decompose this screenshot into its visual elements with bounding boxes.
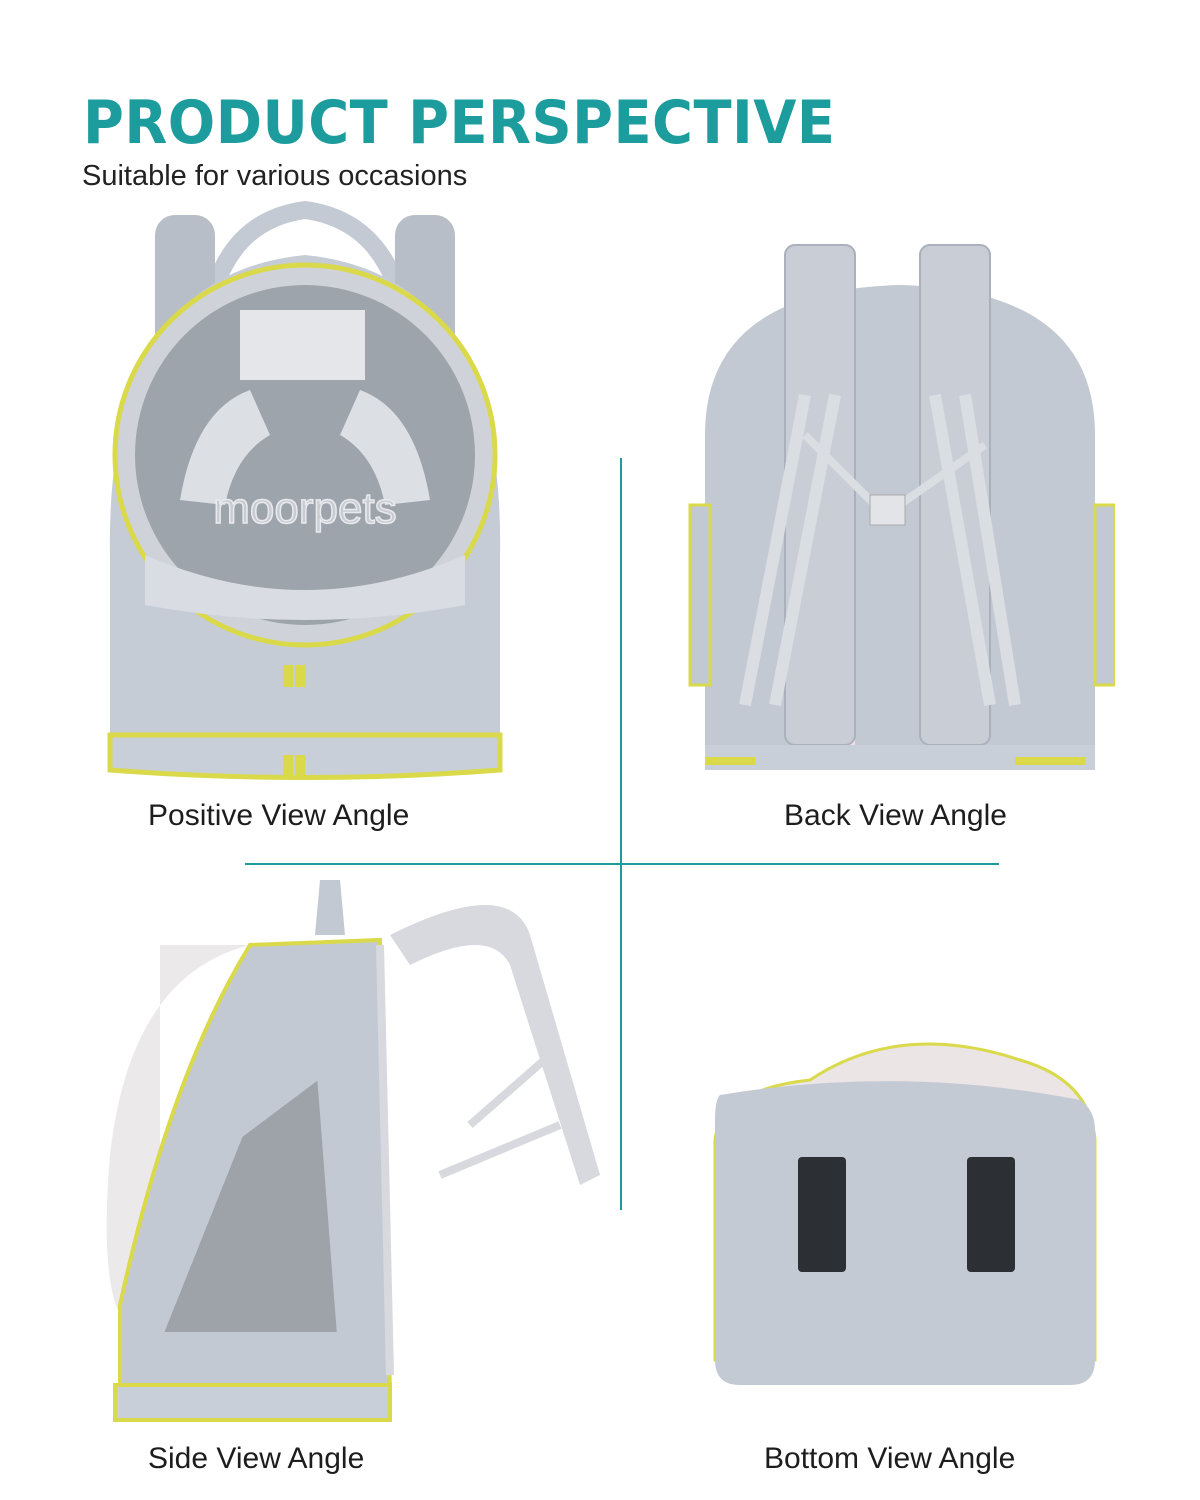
bottom-foot-pad: [967, 1157, 1015, 1272]
page-title: PRODUCT PERSPECTIVE: [83, 88, 836, 158]
horizontal-divider: [245, 863, 999, 865]
page-subtitle: Suitable for various occasions: [82, 160, 468, 192]
side-view-image: [106, 880, 600, 1422]
bottom-foot-pad: [798, 1157, 846, 1272]
back-view-image: [688, 244, 1115, 770]
back-view-caption: Back View Angle: [784, 799, 1007, 832]
front-view-image: moorpets: [107, 200, 503, 780]
side-view-caption: Side View Angle: [148, 1442, 365, 1475]
vertical-divider: [620, 458, 622, 1210]
brand-logo: moorpets: [213, 484, 396, 533]
bottom-view-image: [713, 1042, 1097, 1385]
front-view-caption: Positive View Angle: [148, 799, 410, 832]
bottom-view-caption: Bottom View Angle: [764, 1442, 1016, 1475]
